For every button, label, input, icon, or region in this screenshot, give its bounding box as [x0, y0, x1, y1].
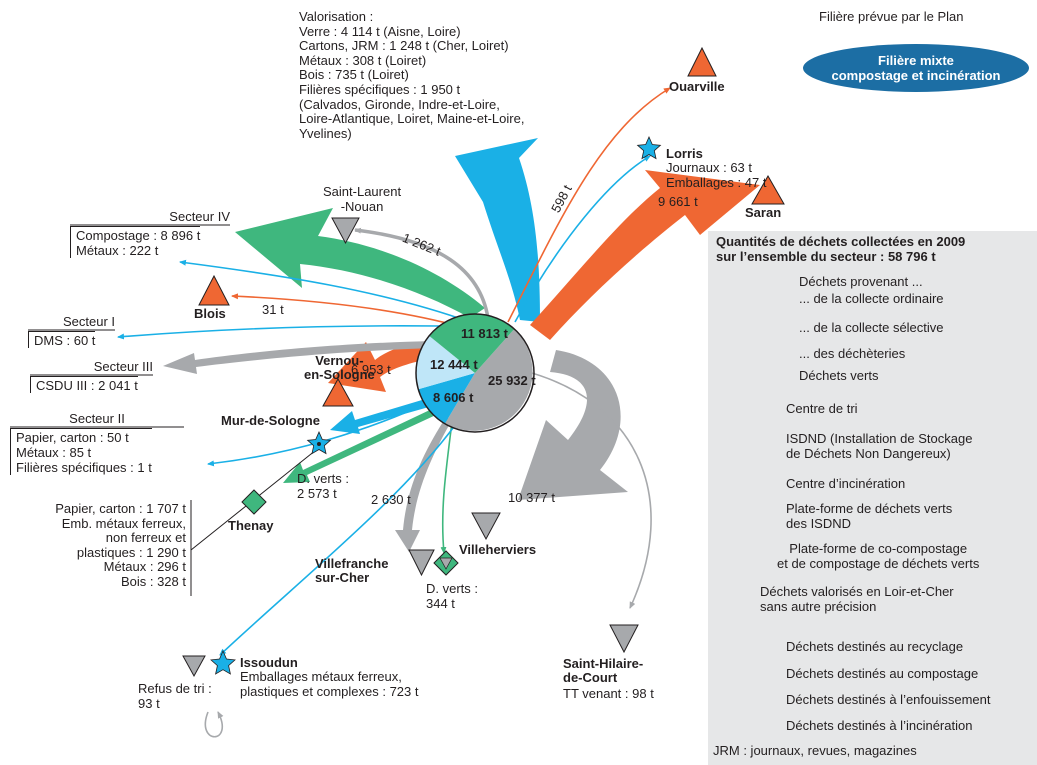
flow-value-blois: 31 t	[262, 302, 284, 317]
isdnd-triangle-icon	[182, 655, 206, 678]
lorris-detail: Journaux : 63 t Emballages : 47 t	[666, 160, 767, 190]
isdnd-triangle-icon	[408, 549, 435, 577]
secteur-i-body: DMS : 60 t	[28, 331, 96, 348]
isdnd-triangle-icon	[471, 512, 501, 541]
pie-slice-selective	[416, 335, 475, 390]
flow-refus-loop	[204, 711, 224, 738]
flow-value-saran: 9 661 t	[658, 194, 698, 209]
legend-pie-verts: Déchets verts	[799, 368, 879, 383]
flow-secteur-i-line	[117, 325, 441, 340]
secteur-iii-title: Secteur III	[93, 359, 153, 374]
legend-isdnd: ISDND (Installation de Stockage de Déche…	[786, 431, 973, 461]
incineration-triangle-icon	[198, 274, 230, 306]
legend-incineration-flow: Déchets destinés à l’incinération	[786, 718, 973, 733]
legend-pf-isdnd: Plate-forme de déchets verts des ISDND	[786, 501, 953, 531]
legend-pie-ordinaire: ... de la collecte ordinaire	[799, 291, 944, 306]
center-pie-chart	[415, 313, 535, 433]
place-blois: Blois	[194, 306, 226, 321]
place-ouarville: Ouarville	[669, 79, 725, 94]
secteur-iv-body: Compostage : 8 896 t Métaux : 222 t	[70, 226, 201, 258]
secteur-ii-title: Secteur II	[69, 411, 125, 426]
pie-slice-decheteries	[418, 373, 475, 424]
isdnd-triangle-icon	[609, 624, 639, 654]
legend-pf-cocomp: Plate-forme de co-compostage et de compo…	[777, 541, 980, 571]
pie-value-decheteries: 8 606 t	[433, 390, 474, 405]
plan-label: Filière prévue par le Plan	[819, 9, 964, 24]
flow-ouarville-line	[507, 87, 671, 323]
legend-recyclage: Déchets destinés au recyclage	[786, 639, 964, 654]
legend-title: Quantités de déchets collectées en 2009 …	[716, 234, 966, 264]
place-saran: Saran	[745, 205, 782, 220]
flow-dverts-villefranche-line	[440, 421, 453, 554]
flow-issoudun-line	[219, 423, 457, 656]
legend-enfouissement: Déchets destinés à l’enfouissement	[786, 692, 991, 707]
flow-mur-arrow	[330, 397, 436, 434]
flow-saint-hilaire-line	[520, 369, 652, 609]
flow-lorris-line	[514, 155, 651, 323]
flow-thenay-arrow	[283, 408, 438, 483]
secteur-iv-title: Secteur IV	[169, 209, 230, 224]
secteur-iii-body: CSDU III : 2 041 t	[30, 376, 138, 393]
secteur-ii-body: Papier, carton : 50 t Métaux : 85 t Fili…	[10, 428, 152, 475]
star-icon	[636, 136, 662, 160]
incineration-triangle-icon	[751, 174, 785, 205]
pie-value-selective: 12 444 t	[430, 357, 478, 372]
sud-detail: Papier, carton : 1 707 t Emb. métaux fer…	[55, 501, 186, 589]
issoudun-detail: Emballages métaux ferreux, plastiques et…	[240, 669, 419, 699]
place-mur: Mur-de-Sologne	[221, 413, 320, 428]
incineration-triangle-icon	[687, 46, 717, 77]
flow-secteur-iv-metaux-line	[179, 259, 471, 323]
flow-saint-laurent-line	[354, 227, 490, 319]
place-thenay: Thenay	[228, 518, 274, 533]
refus-de-tri: Refus de tri : 93 t	[138, 681, 212, 711]
legend-pie-selective: ... de la collecte sélective	[799, 320, 944, 335]
legend-compostage: Déchets destinés au compostage	[786, 666, 979, 681]
legend-jrm: JRM : journaux, revues, magazines	[713, 743, 917, 758]
flow-value-dverts-villefranche: D. verts : 344 t	[426, 581, 479, 611]
legend-pie-decheteries: ... des déchèteries	[799, 346, 906, 361]
flow-villeherviers-arrow	[518, 350, 628, 500]
pie-value-ordinaire: 25 932 t	[488, 373, 536, 388]
isdnd-triangle-icon	[331, 217, 360, 245]
flow-saran-arrow	[530, 170, 760, 340]
place-villefranche: Villefranche sur-Cher	[315, 556, 389, 585]
legend-pie-head: Déchets provenant ...	[799, 274, 923, 289]
star-icon	[210, 650, 236, 675]
flow-value-thenay: D. verts : 2 573 t	[297, 471, 350, 501]
pie-value-verts: 11 813 t	[461, 326, 508, 341]
valorisation-text: Valorisation : Verre : 4 114 t (Aisne, L…	[299, 9, 525, 141]
flow-value-vernou: 6 953 t	[351, 362, 391, 377]
legend-centre-tri: Centre de tri	[786, 401, 858, 416]
flow-blois-line	[231, 293, 463, 328]
place-villeherviers: Villeherviers	[459, 542, 537, 557]
plan-badge: Filière mixte compostage et incinération	[803, 44, 1029, 92]
legend-panel	[708, 231, 1037, 765]
place-issoudun: Issoudun	[240, 655, 298, 670]
flow-secteur-iv-arrow	[235, 208, 485, 318]
place-saint-laurent: Saint-Laurent -Nouan	[323, 184, 402, 214]
flow-valorisation-arrow	[455, 138, 540, 322]
flow-vernou-arrow	[328, 340, 432, 392]
place-saint-hilaire: Saint-Hilaire- de-Court	[563, 656, 644, 685]
diamond-icon	[241, 489, 267, 515]
plan-badge-text: Filière mixte compostage et incinération	[831, 53, 1001, 83]
flow-value-villefranche: 2 630 t	[371, 492, 411, 507]
place-lorris: Lorris	[666, 146, 703, 161]
secteur-i-title: Secteur I	[62, 314, 115, 329]
legend-valorises: Déchets valorisés en Loir-et-Cher sans a…	[760, 584, 954, 614]
pf-isdnd-icon	[433, 550, 459, 576]
pie-slice-ordinaire	[445, 329, 533, 431]
flow-secteur-iii-arrow	[163, 341, 434, 374]
legend-incineration: Centre d’incinération	[786, 476, 906, 491]
place-vernou: Vernou- en-Sologne	[304, 353, 375, 382]
pie-slice-verts	[429, 314, 515, 373]
saint-hilaire-detail: TT venant : 98 t	[563, 686, 654, 701]
flow-value-villeherviers: 10 377 t	[508, 490, 555, 505]
flow-villefranche-arrow	[395, 417, 452, 552]
incineration-triangle-icon	[322, 377, 354, 407]
